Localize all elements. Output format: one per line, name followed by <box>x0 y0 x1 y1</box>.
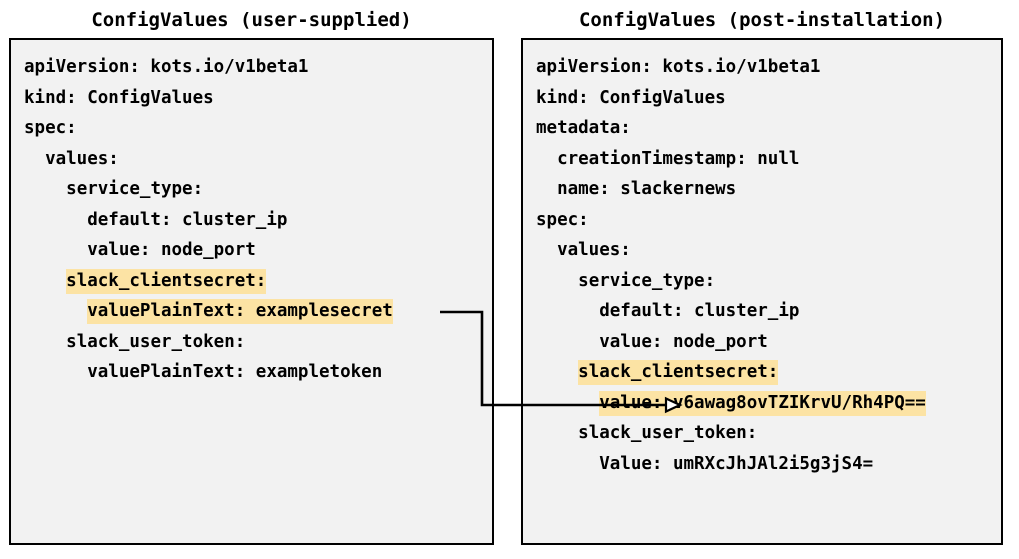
code-text: value: node_port <box>87 240 256 260</box>
code-text-highlighted: valuePlainText: examplesecret <box>87 299 393 324</box>
code-indent <box>24 210 87 230</box>
code-line: values: <box>536 235 988 266</box>
code-indent <box>536 423 578 443</box>
panel-title-user-supplied: ConfigValues (user-supplied) <box>91 9 412 31</box>
code-line: default: cluster_ip <box>24 205 479 236</box>
config-panel-post-installation: apiVersion: kots.io/v1beta1 kind: ConfigV… <box>521 38 1003 545</box>
code-text: value: node_port <box>599 331 768 352</box>
code-text: kind: ConfigValues <box>24 87 214 108</box>
code-line: slack_clientsecret: <box>24 266 479 297</box>
code-text: kind: ConfigValues <box>536 87 726 108</box>
code-text-highlighted: slack_clientsecret: <box>66 268 267 294</box>
code-text: metadata: <box>536 118 631 138</box>
code-line: value: node_port <box>536 327 988 358</box>
yaml-code-user-supplied: apiVersion: kots.io/v1beta1 kind: ConfigV… <box>11 52 492 388</box>
code-text: spec: <box>536 209 589 230</box>
code-line: value: v6awag8ovTZIKrvU/Rh4PQ== <box>536 388 988 419</box>
code-text: apiVersion: kots.io/v1beta1 <box>536 57 821 77</box>
code-indent <box>536 454 599 474</box>
code-indent <box>24 362 87 382</box>
code-indent <box>536 271 578 291</box>
code-indent <box>536 332 599 352</box>
code-indent <box>536 240 557 260</box>
code-text: Value: umRXcJhJAl2i5g3jS4= <box>599 453 874 474</box>
code-line: value: node_port <box>24 235 479 266</box>
code-line: slack_clientsecret: <box>536 357 988 388</box>
code-line: creationTimestamp: null <box>536 144 988 175</box>
code-line: service_type: <box>536 266 988 297</box>
code-indent <box>24 240 87 260</box>
code-indent <box>536 301 599 321</box>
code-text: default: cluster_ip <box>87 209 288 230</box>
code-indent <box>24 301 87 321</box>
code-indent <box>24 271 66 291</box>
code-line: spec: <box>536 205 988 236</box>
code-text: values: <box>45 148 119 169</box>
code-indent <box>536 362 578 382</box>
code-indent <box>24 179 66 199</box>
yaml-code-post-installation: apiVersion: kots.io/v1beta1 kind: ConfigV… <box>523 52 1001 479</box>
panel-title-post-installation: ConfigValues (post-installation) <box>578 9 946 31</box>
code-line: spec: <box>24 113 479 144</box>
code-text: creationTimestamp: null <box>557 148 800 169</box>
code-line: apiVersion: kots.io/v1beta1 <box>536 52 988 83</box>
code-line: name: slackernews <box>536 174 988 205</box>
code-line: apiVersion: kots.io/v1beta1 <box>24 52 479 83</box>
code-text: service_type: <box>66 179 204 199</box>
config-panel-user-supplied: apiVersion: kots.io/v1beta1 kind: ConfigV… <box>9 38 494 545</box>
code-text: apiVersion: kots.io/v1beta1 <box>24 57 309 77</box>
code-line: valuePlainText: exampletoken <box>24 357 479 388</box>
code-line: kind: ConfigValues <box>536 83 988 114</box>
code-text: valuePlainText: exampletoken <box>87 362 383 382</box>
code-indent <box>24 332 66 352</box>
code-indent <box>536 179 557 199</box>
code-line: slack_user_token: <box>24 327 479 358</box>
code-indent <box>536 149 557 169</box>
code-indent <box>24 149 45 169</box>
code-line: service_type: <box>24 174 479 205</box>
code-text: service_type: <box>578 270 716 291</box>
code-line: slack_user_token: <box>536 418 988 449</box>
code-text-highlighted: slack_clientsecret: <box>578 360 779 385</box>
code-text-highlighted: value: v6awag8ovTZIKrvU/Rh4PQ== <box>599 390 926 416</box>
code-indent <box>536 393 599 413</box>
code-text: values: <box>557 240 631 260</box>
code-text: slack_user_token: <box>66 331 246 352</box>
code-line: values: <box>24 144 479 175</box>
code-line: default: cluster_ip <box>536 296 988 327</box>
code-line: valuePlainText: examplesecret <box>24 296 479 327</box>
code-text: slack_user_token: <box>578 423 758 443</box>
code-line: kind: ConfigValues <box>24 83 479 114</box>
code-line: metadata: <box>536 113 988 144</box>
code-text: default: cluster_ip <box>599 301 800 321</box>
code-text: spec: <box>24 118 77 138</box>
code-line: Value: umRXcJhJAl2i5g3jS4= <box>536 449 988 480</box>
code-text: name: slackernews <box>557 179 737 199</box>
